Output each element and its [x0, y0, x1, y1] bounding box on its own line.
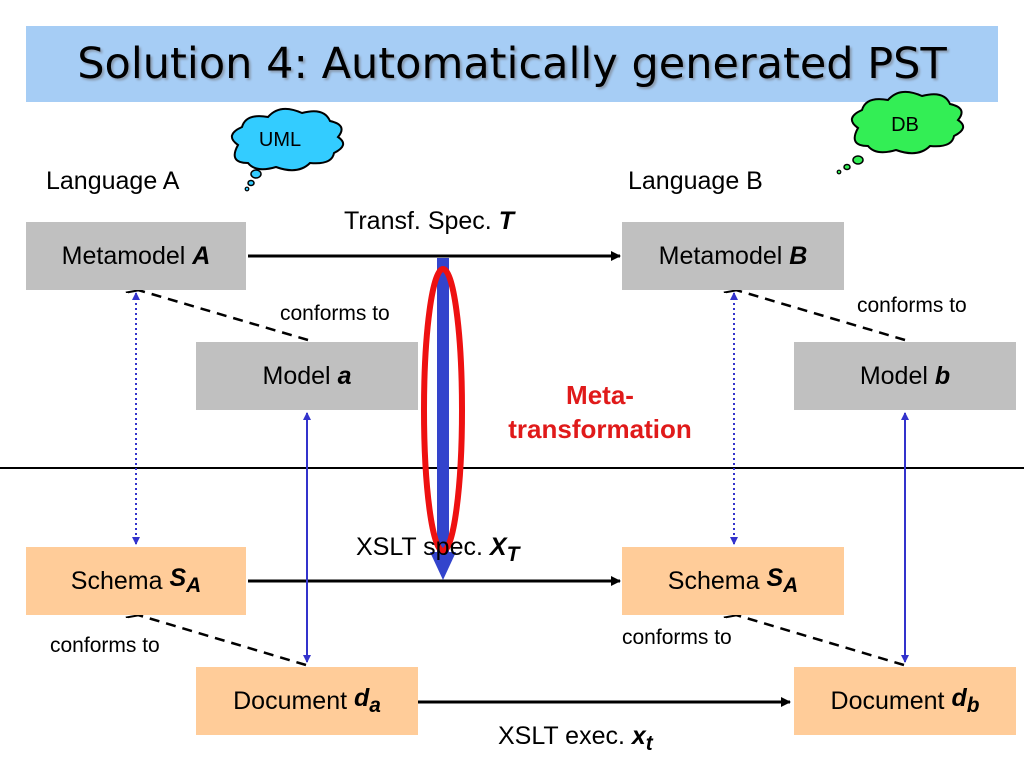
document-b-text: Document: [830, 686, 945, 715]
conforms-label-bottom-left: conforms to: [50, 634, 160, 657]
xslt-exec-symbol: x: [631, 722, 646, 750]
xslt-spec-subscript: T: [506, 543, 520, 566]
schema-left-box: Schema SA: [26, 547, 246, 615]
model-b-symbol: b: [934, 361, 951, 390]
document-a-text: Document: [233, 686, 348, 715]
document-b-subscript: b: [966, 694, 980, 717]
meta-ellipse: [421, 266, 465, 554]
conforms-label-top-left: conforms to: [280, 302, 390, 325]
schema-right-symbol: S: [766, 564, 784, 592]
metamodel-a-text: Metamodel: [61, 241, 186, 270]
metamodel-b-box: Metamodel B: [622, 222, 844, 290]
meta-transformation-line1: Meta-: [566, 380, 634, 410]
conforms-label-top-right: conforms to: [857, 294, 967, 317]
transf-spec-text: Transf. Spec.: [344, 207, 492, 235]
xslt-exec-subscript: t: [645, 732, 653, 755]
conforms-label-bottom-right: conforms to: [622, 626, 732, 649]
model-a-text: Model: [262, 361, 331, 390]
model-b-box: Model b: [794, 342, 1016, 410]
uml-cloud-label: UML: [258, 129, 302, 151]
db-cloud-dot-1: [852, 155, 864, 165]
document-a-box: Document da: [196, 667, 418, 735]
schema-left-text: Schema: [70, 566, 163, 595]
document-a-subscript: a: [369, 694, 381, 717]
schema-right-box: Schema SA: [622, 547, 844, 615]
db-cloud-shape: [851, 90, 965, 155]
conforms-arrow-bottom-right: [736, 615, 905, 667]
schema-right-text: Schema: [667, 566, 760, 595]
conforms-arrow-bottom-left: [138, 615, 307, 667]
xslt-spec-symbol: X: [489, 533, 507, 561]
meta-transformation-label: Meta- transformation: [450, 378, 750, 446]
db-cloud-dot-3: [836, 169, 842, 175]
metamodel-a-symbol: A: [192, 241, 211, 270]
model-a-symbol: a: [337, 361, 352, 390]
transf-spec-label: Transf. Spec. T: [344, 207, 514, 236]
schema-right-subscript: A: [783, 574, 799, 597]
xslt-exec-label: XSLT exec. xt: [498, 722, 653, 756]
language-a-label: Language A: [46, 167, 180, 195]
document-b-symbol: d: [951, 684, 967, 712]
uml-cloud-dot-3: [244, 186, 250, 192]
xslt-spec-text: XSLT spec.: [356, 533, 483, 561]
language-b-label: Language B: [628, 167, 763, 195]
metamodel-b-symbol: B: [789, 241, 808, 270]
db-cloud-label: DB: [891, 114, 919, 136]
uml-cloud-dot-2: [247, 179, 255, 187]
slide-title: Solution 4: Automatically generated PST: [77, 39, 947, 89]
model-a-box: Model a: [196, 342, 418, 410]
uml-cloud-dot-1: [250, 169, 262, 179]
schema-left-subscript: A: [186, 574, 202, 597]
title-bar: [26, 26, 998, 102]
conforms-arrow-top-right: [736, 290, 906, 342]
meta-transformation-line2: transformation: [508, 414, 692, 444]
meta-arrow-shaft: [437, 258, 449, 558]
document-b-box: Document db: [794, 667, 1016, 735]
uml-cloud-shape: [231, 107, 345, 172]
xslt-spec-label: XSLT spec. XT: [356, 533, 519, 567]
metamodel-a-box: Metamodel A: [26, 222, 246, 290]
db-cloud-dot-2: [843, 163, 851, 171]
xslt-exec-text: XSLT exec.: [498, 722, 625, 750]
schema-left-symbol: S: [169, 564, 187, 592]
conforms-arrow-top-left: [138, 290, 309, 342]
transf-spec-symbol: T: [498, 207, 514, 235]
metamodel-b-text: Metamodel: [658, 241, 783, 270]
document-a-symbol: d: [354, 684, 370, 712]
meta-arrow-head: [430, 552, 456, 580]
model-b-text: Model: [859, 361, 928, 390]
